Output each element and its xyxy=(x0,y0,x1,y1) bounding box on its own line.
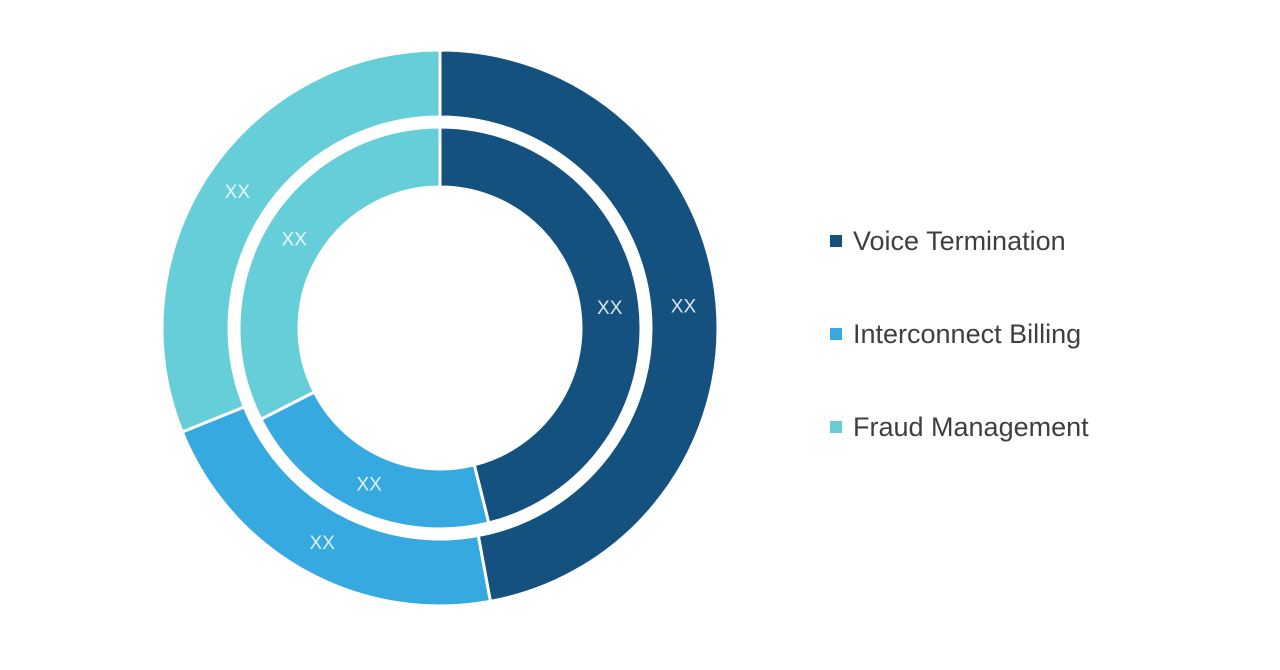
legend-item-interconnect-billing: Interconnect Billing xyxy=(830,320,1089,348)
slice-value-label-outer-voice-termination: XX xyxy=(671,297,697,318)
legend-marker-square xyxy=(830,328,842,340)
legend-marker-square xyxy=(830,421,842,433)
legend-label: Fraud Management xyxy=(853,412,1089,442)
slice-value-label-inner-fraud-management: XX xyxy=(282,229,308,250)
slice-outer-voice-termination xyxy=(438,48,720,604)
legend-item-voice-termination: Voice Termination xyxy=(830,227,1089,255)
legend-label: Interconnect Billing xyxy=(853,319,1082,349)
slice-value-label-outer-interconnect-billing: XX xyxy=(310,533,336,554)
slice-value-label-outer-fraud-management: XX xyxy=(225,182,251,203)
slice-outer-fraud-management xyxy=(160,48,442,434)
legend-marker-square xyxy=(830,235,842,247)
chart-legend: Voice Termination Interconnect Billing F… xyxy=(830,227,1089,441)
slice-value-label-inner-voice-termination: XX xyxy=(597,298,623,319)
legend-item-fraud-management: Fraud Management xyxy=(830,413,1089,441)
slice-inner-voice-termination xyxy=(438,125,643,525)
legend-label: Voice Termination xyxy=(853,226,1066,256)
slice-value-label-inner-interconnect-billing: XX xyxy=(356,474,382,495)
slice-inner-fraud-management xyxy=(237,125,442,422)
